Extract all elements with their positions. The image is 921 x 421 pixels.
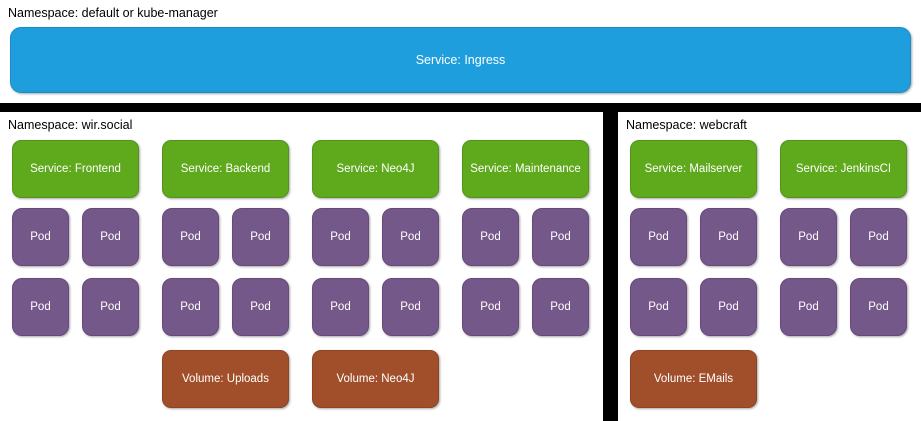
pod-frontend-1[interactable]: Pod [12,208,69,266]
service-backend[interactable]: Service: Backend [162,140,289,198]
service-jenkinsci[interactable]: Service: JenkinsCI [780,140,907,198]
pod-jenkinsci-1[interactable]: Pod [780,208,837,266]
pod-backend-2[interactable]: Pod [232,208,289,266]
pod-backend-1[interactable]: Pod [162,208,219,266]
pod-frontend-2[interactable]: Pod [82,208,139,266]
namespace-label: Namespace: webcraft [626,118,747,132]
pod-maintenance-4[interactable]: Pod [532,278,589,336]
pod-neo4j-2[interactable]: Pod [382,208,439,266]
pod-backend-4[interactable]: Pod [232,278,289,336]
pod-frontend-4[interactable]: Pod [82,278,139,336]
pod-neo4j-1[interactable]: Pod [312,208,369,266]
pod-jenkinsci-3[interactable]: Pod [780,278,837,336]
pod-mailserver-4[interactable]: Pod [700,278,757,336]
pod-neo4j-4[interactable]: Pod [382,278,439,336]
pod-mailserver-3[interactable]: Pod [630,278,687,336]
pod-jenkinsci-4[interactable]: Pod [850,278,907,336]
namespace-label: Namespace: default or kube-manager [8,6,218,20]
pod-maintenance-3[interactable]: Pod [462,278,519,336]
pod-maintenance-2[interactable]: Pod [532,208,589,266]
pod-backend-3[interactable]: Pod [162,278,219,336]
service-maintenance[interactable]: Service: Maintenance [462,140,589,198]
volume-uploads[interactable]: Volume: Uploads [162,350,289,408]
pod-neo4j-3[interactable]: Pod [312,278,369,336]
service-ingress[interactable]: Service: Ingress [10,27,911,93]
service-frontend[interactable]: Service: Frontend [12,140,139,198]
pod-jenkinsci-2[interactable]: Pod [850,208,907,266]
pod-mailserver-2[interactable]: Pod [700,208,757,266]
pod-maintenance-1[interactable]: Pod [462,208,519,266]
volume-emails[interactable]: Volume: EMails [630,350,757,408]
service-mailserver[interactable]: Service: Mailserver [630,140,757,198]
service-neo4j[interactable]: Service: Neo4J [312,140,439,198]
namespace-label: Namespace: wir.social [8,118,133,132]
pod-mailserver-1[interactable]: Pod [630,208,687,266]
pod-frontend-3[interactable]: Pod [12,278,69,336]
volume-neo4j[interactable]: Volume: Neo4J [312,350,439,408]
